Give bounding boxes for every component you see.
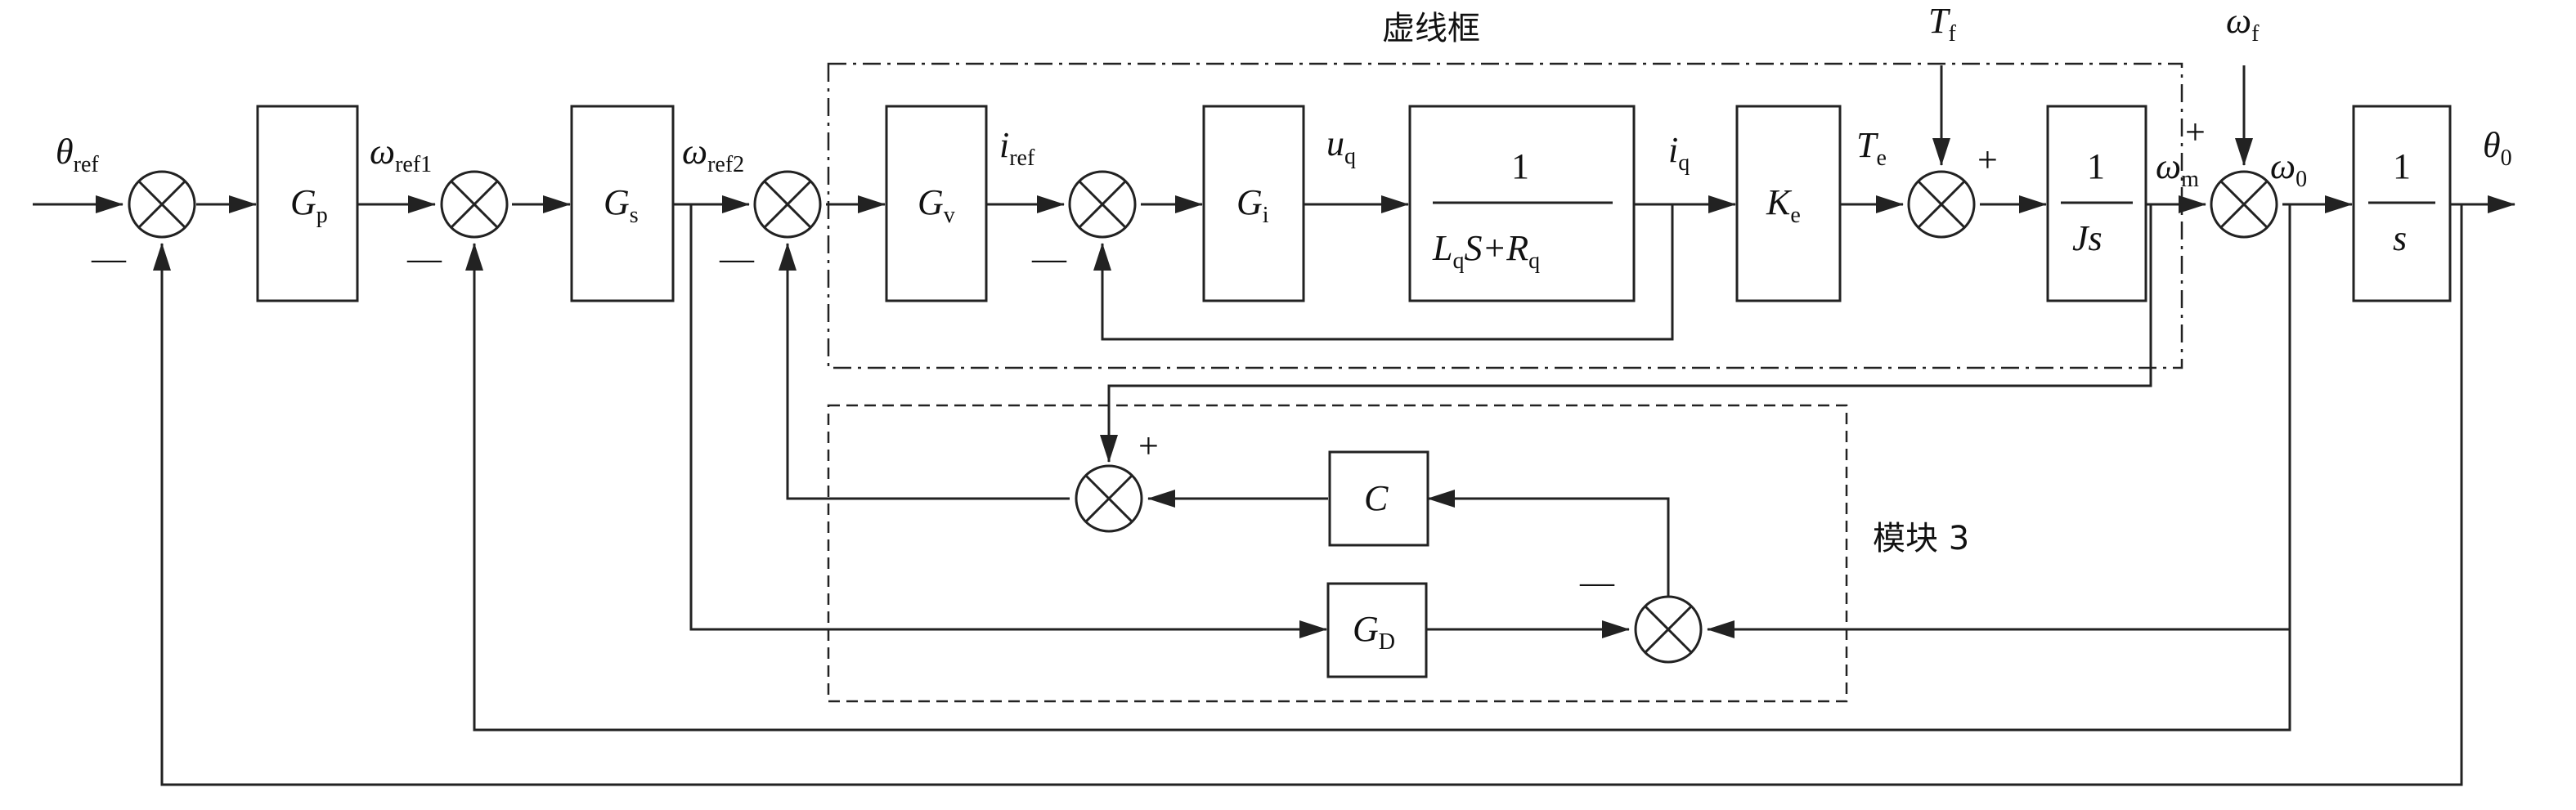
omega-m-tap-wire [1100,204,2152,463]
gs-block: Gs [570,105,675,302]
svg-text:GD: GD [1353,609,1395,655]
svg-text:Gv: Gv [918,182,955,228]
i-q-label: iq [1668,130,1690,176]
current-feedback-wire [1093,204,1674,341]
minus-sign-sum1: — [91,240,127,278]
summing-junction-6 [2210,170,2278,239]
svg-text:Js: Js [2072,218,2103,258]
omega-0-label: ω0 [2270,146,2307,192]
omega-ref2-label: ωref2 [682,132,744,177]
svg-text:LqS+Rq: LqS+Rq [1432,228,1540,274]
svg-text:1: 1 [1511,146,1529,186]
plus-sign-module-upper-sum: + [1138,426,1159,466]
i-ref-label: iref [999,125,1035,171]
plus-sign-sum5: + [1977,140,1998,180]
t-e-label: Te [1856,125,1887,171]
module-3-upper-summing-junction [1075,464,1143,533]
summing-junction-4 [1068,170,1137,239]
inner-loop-frame [827,62,2183,369]
minus-sign-sum4: — [1031,240,1067,278]
gp-block: Gp [256,105,359,302]
omega-m-label: ωm [2156,146,2199,192]
t-f-label: Tf [1928,1,1956,47]
omega-ref1-label: ωref1 [370,132,432,177]
minus-sign-module-lower-sum: — [1579,564,1615,602]
position-feedback-wire [153,204,2463,786]
gd-block: GD [1326,582,1428,678]
integrator-block: 1 s [2352,105,2452,302]
ke-block: Ke [1735,105,1842,302]
minus-sign-sum3: — [719,240,755,278]
minus-sign-sum2: — [406,240,442,278]
summing-junction-3 [753,170,822,239]
summing-junction-2 [440,170,509,239]
svg-text:Gp: Gp [290,182,328,228]
svg-text:C: C [1364,478,1389,518]
inertia-block: 1 Js [2046,105,2147,302]
svg-text:s: s [2393,218,2407,258]
module-3-frame-title: 模块 3 [1873,520,1969,557]
gi-block: Gi [1202,105,1305,302]
svg-text:Ke: Ke [1766,182,1801,228]
theta-0-label: θ0 [2483,125,2512,171]
svg-text:1: 1 [2393,146,2411,186]
inner-loop-frame-title: 虚线框 [1382,10,1480,47]
speed-feedback-wire [465,243,2291,732]
wire-lowersum-c [1427,490,1670,603]
plant-block: 1 LqS+Rq [1408,105,1636,302]
module-3-frame [827,404,1848,703]
plus-sign-sum6: + [2185,112,2206,152]
omega-f-label: ωf [2226,1,2260,47]
u-q-label: uq [1326,123,1356,169]
gv-block: Gv [885,105,988,302]
svg-text:1: 1 [2087,146,2105,186]
wire-omega-ref2-gd [689,204,1327,638]
theta-ref-label: θref [56,132,99,177]
wire-uppersum-sum3 [779,243,1070,500]
svg-text:Gs: Gs [604,182,639,228]
module-3-lower-summing-junction [1634,595,1703,664]
summing-junction-5 [1907,170,1976,239]
svg-text:Gi: Gi [1236,182,1269,228]
c-block: C [1328,450,1429,547]
summing-junction-1 [128,170,196,239]
